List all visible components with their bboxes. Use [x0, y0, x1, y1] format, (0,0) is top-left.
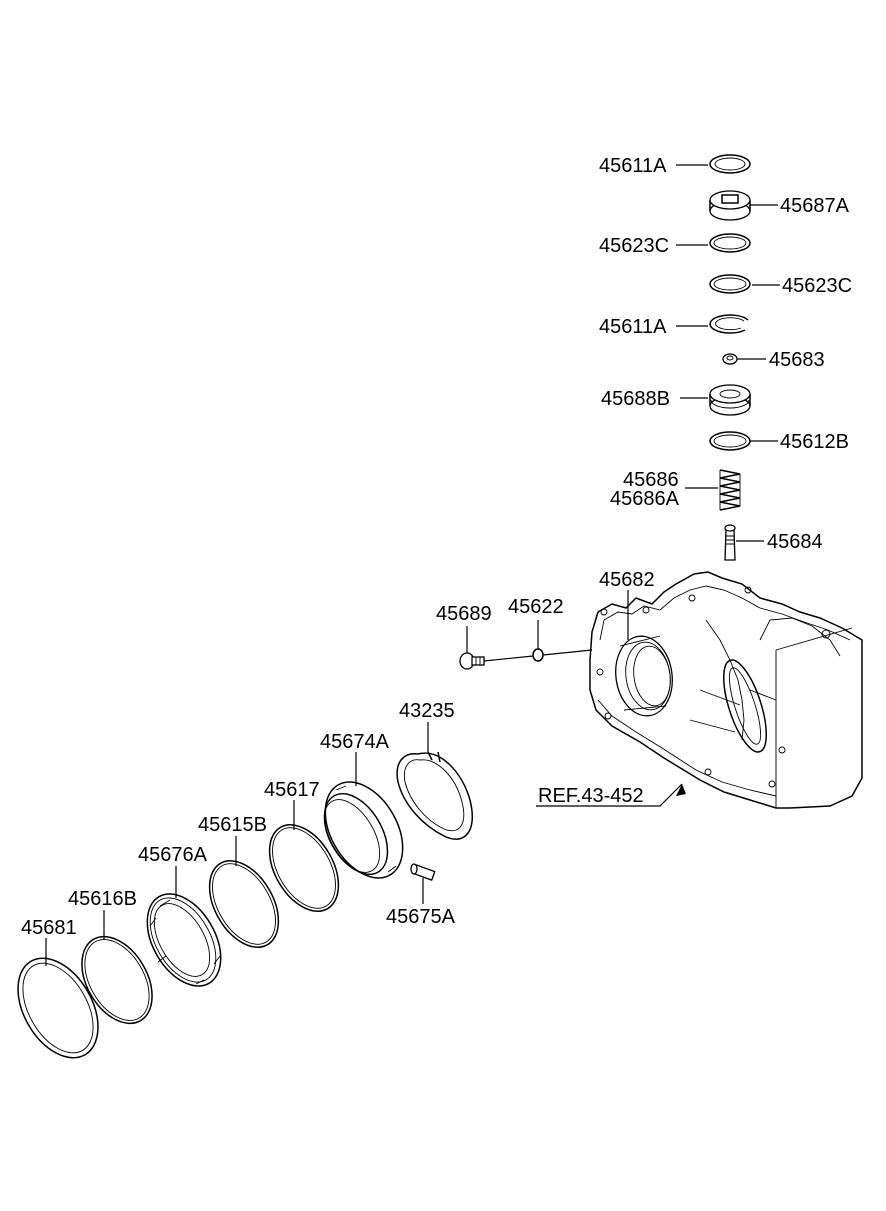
- leader-lines-column: [676, 164, 780, 542]
- label-45684: 45684: [767, 531, 823, 553]
- label-45623c-right: 45623C: [782, 275, 852, 297]
- label-45687a: 45687A: [780, 195, 850, 217]
- label-45611a-mid: 45611A: [599, 316, 667, 338]
- part-45617-ring: [268, 824, 340, 912]
- part-45683-nut: [722, 353, 738, 365]
- label-45689: 45689: [436, 603, 492, 625]
- leader-lines-case: [466, 590, 686, 807]
- part-45616b-ring: [81, 935, 153, 1025]
- part-45689-bolt: [459, 652, 485, 670]
- label-45622: 45622: [508, 596, 564, 618]
- label-ref: REF.43-452: [538, 785, 644, 807]
- part-45676a-plate: [146, 893, 222, 987]
- label-45688b: 45688B: [601, 388, 670, 410]
- part-43235-snap-ring: [396, 751, 473, 840]
- label-45682: 45682: [599, 569, 655, 591]
- part-labels: 45611A 45687A 45623C 45623C 45611A 45683…: [21, 155, 852, 939]
- label-45615b: 45615B: [198, 814, 267, 836]
- part-45686-spring: [719, 469, 741, 511]
- label-45683: 45683: [769, 349, 825, 371]
- part-45681-ring: [17, 957, 99, 1059]
- label-45676a: 45676A: [138, 844, 208, 866]
- label-45674a: 45674A: [320, 731, 390, 753]
- leader-lines-rings: [45, 722, 429, 966]
- label-45686: 45686: [623, 469, 679, 491]
- transmission-case: [589, 571, 863, 809]
- label-45611a-top: 45611A: [599, 155, 667, 177]
- label-45616b: 45616B: [68, 888, 137, 910]
- label-45675a: 45675A: [386, 906, 456, 928]
- part-45674a-clutch-drum: [323, 781, 404, 879]
- part-45687a-cap: [709, 190, 751, 221]
- part-45675a-pin: [410, 863, 436, 881]
- part-45688b-piston: [709, 384, 751, 416]
- part-45623c-ring-b: [709, 274, 751, 294]
- label-45612b: 45612B: [780, 431, 849, 453]
- label-45686a: 45686A: [610, 488, 680, 510]
- label-45681: 45681: [21, 917, 77, 939]
- label-43235: 43235: [399, 700, 455, 722]
- part-45622-o-ring: [532, 648, 544, 662]
- part-45623c-ring-a: [709, 233, 751, 253]
- part-45611a-mid-snap-ring: [709, 314, 749, 334]
- part-45612b-ring: [709, 431, 751, 451]
- label-45623c-left: 45623C: [599, 235, 669, 257]
- part-45615b-ring: [208, 860, 280, 948]
- part-45684-pin: [724, 524, 736, 561]
- label-45617: 45617: [264, 779, 320, 801]
- part-45611a-top-snap-ring: [709, 154, 751, 174]
